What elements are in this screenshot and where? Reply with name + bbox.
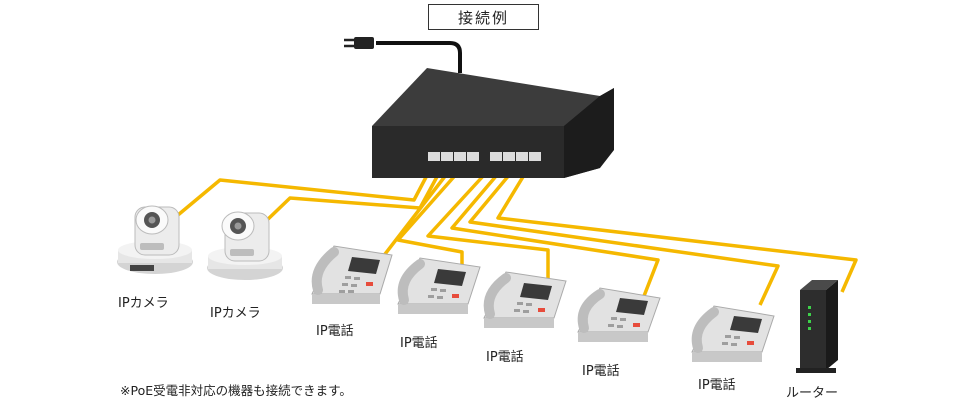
router-label: ルーター — [786, 382, 838, 401]
phone-2-label: IP電話 — [400, 332, 438, 351]
footnote: ※PoE受電非対応の機器も接続できます。 — [120, 380, 352, 399]
ip-camera-1 — [117, 206, 193, 274]
diagram-title: 接続例 — [428, 4, 539, 30]
camera-2-label: IPカメラ — [210, 302, 261, 321]
phone-4-label: IP電話 — [582, 360, 620, 379]
camera-1-label: IPカメラ — [118, 292, 169, 311]
ip-phone-3 — [484, 272, 566, 328]
cable-router — [498, 162, 856, 292]
phone-1-label: IP電話 — [316, 320, 354, 339]
ip-camera-2 — [207, 212, 283, 280]
ip-phone-2 — [398, 258, 480, 314]
cable-phone-4 — [452, 162, 658, 296]
phone-5-label: IP電話 — [698, 374, 736, 393]
ip-phone-1 — [312, 246, 392, 304]
poe-switch — [372, 68, 614, 178]
phone-3-label: IP電話 — [486, 346, 524, 365]
ip-phone-4 — [578, 288, 660, 342]
power-plug-icon — [344, 37, 460, 73]
router — [796, 280, 838, 373]
ip-phone-5 — [692, 306, 774, 362]
